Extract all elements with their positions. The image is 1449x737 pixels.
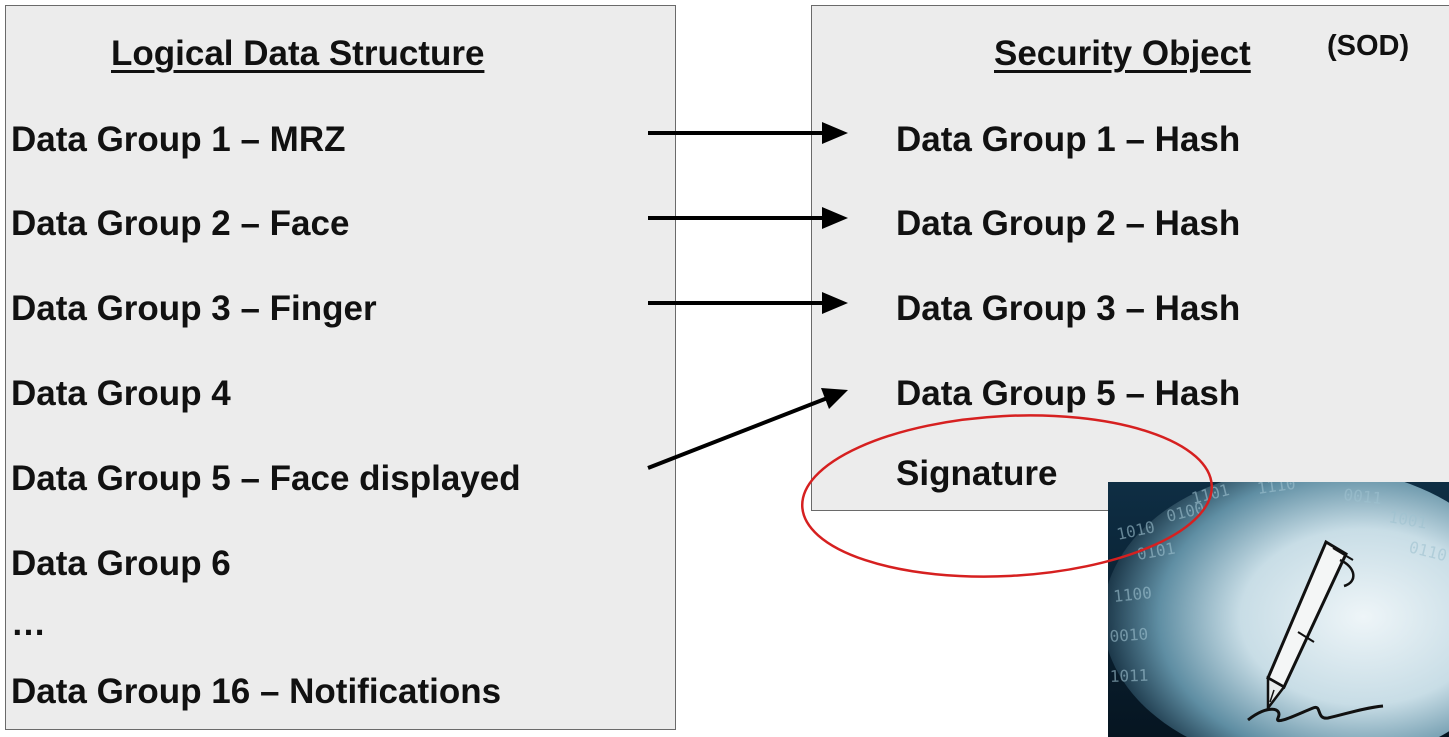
security-object-title: Security Object xyxy=(994,34,1251,73)
lds-item-dg5: Data Group 5 – Face displayed xyxy=(11,459,521,498)
sod-item-dg5-hash: Data Group 5 – Hash xyxy=(896,374,1241,413)
fountain-pen-icon xyxy=(1247,539,1384,723)
sod-item-dg1-hash: Data Group 1 – Hash xyxy=(896,120,1241,159)
sod-item-signature: Signature xyxy=(896,454,1058,493)
lds-item-dg6: Data Group 6 xyxy=(11,544,231,583)
lds-item-dg4: Data Group 4 xyxy=(11,374,231,413)
binary-digit-text: 1110 xyxy=(1256,482,1297,498)
binary-digit-text: 1011 xyxy=(1109,666,1148,686)
lds-item-dg1: Data Group 1 – MRZ xyxy=(11,120,346,159)
security-object-panel: Security Object Data Group 1 – Hash Data… xyxy=(811,5,1449,511)
lds-item-ellipsis: … xyxy=(11,604,46,643)
binary-digit-text: 0010 xyxy=(1109,624,1149,646)
logical-data-structure-panel: Logical Data Structure Data Group 1 – MR… xyxy=(5,5,676,730)
sod-item-dg2-hash: Data Group 2 – Hash xyxy=(896,204,1241,243)
binary-digit-text: 0011 xyxy=(1343,485,1383,508)
lds-item-dg16: Data Group 16 – Notifications xyxy=(11,672,502,711)
sod-item-dg3-hash: Data Group 3 – Hash xyxy=(896,289,1241,328)
logical-data-structure-title: Logical Data Structure xyxy=(111,34,485,73)
binary-digit-text: 1100 xyxy=(1112,583,1152,606)
lds-item-dg2: Data Group 2 – Face xyxy=(11,204,350,243)
sod-tag: (SOD) xyxy=(1327,30,1410,62)
lds-item-dg3: Data Group 3 – Finger xyxy=(11,289,377,328)
